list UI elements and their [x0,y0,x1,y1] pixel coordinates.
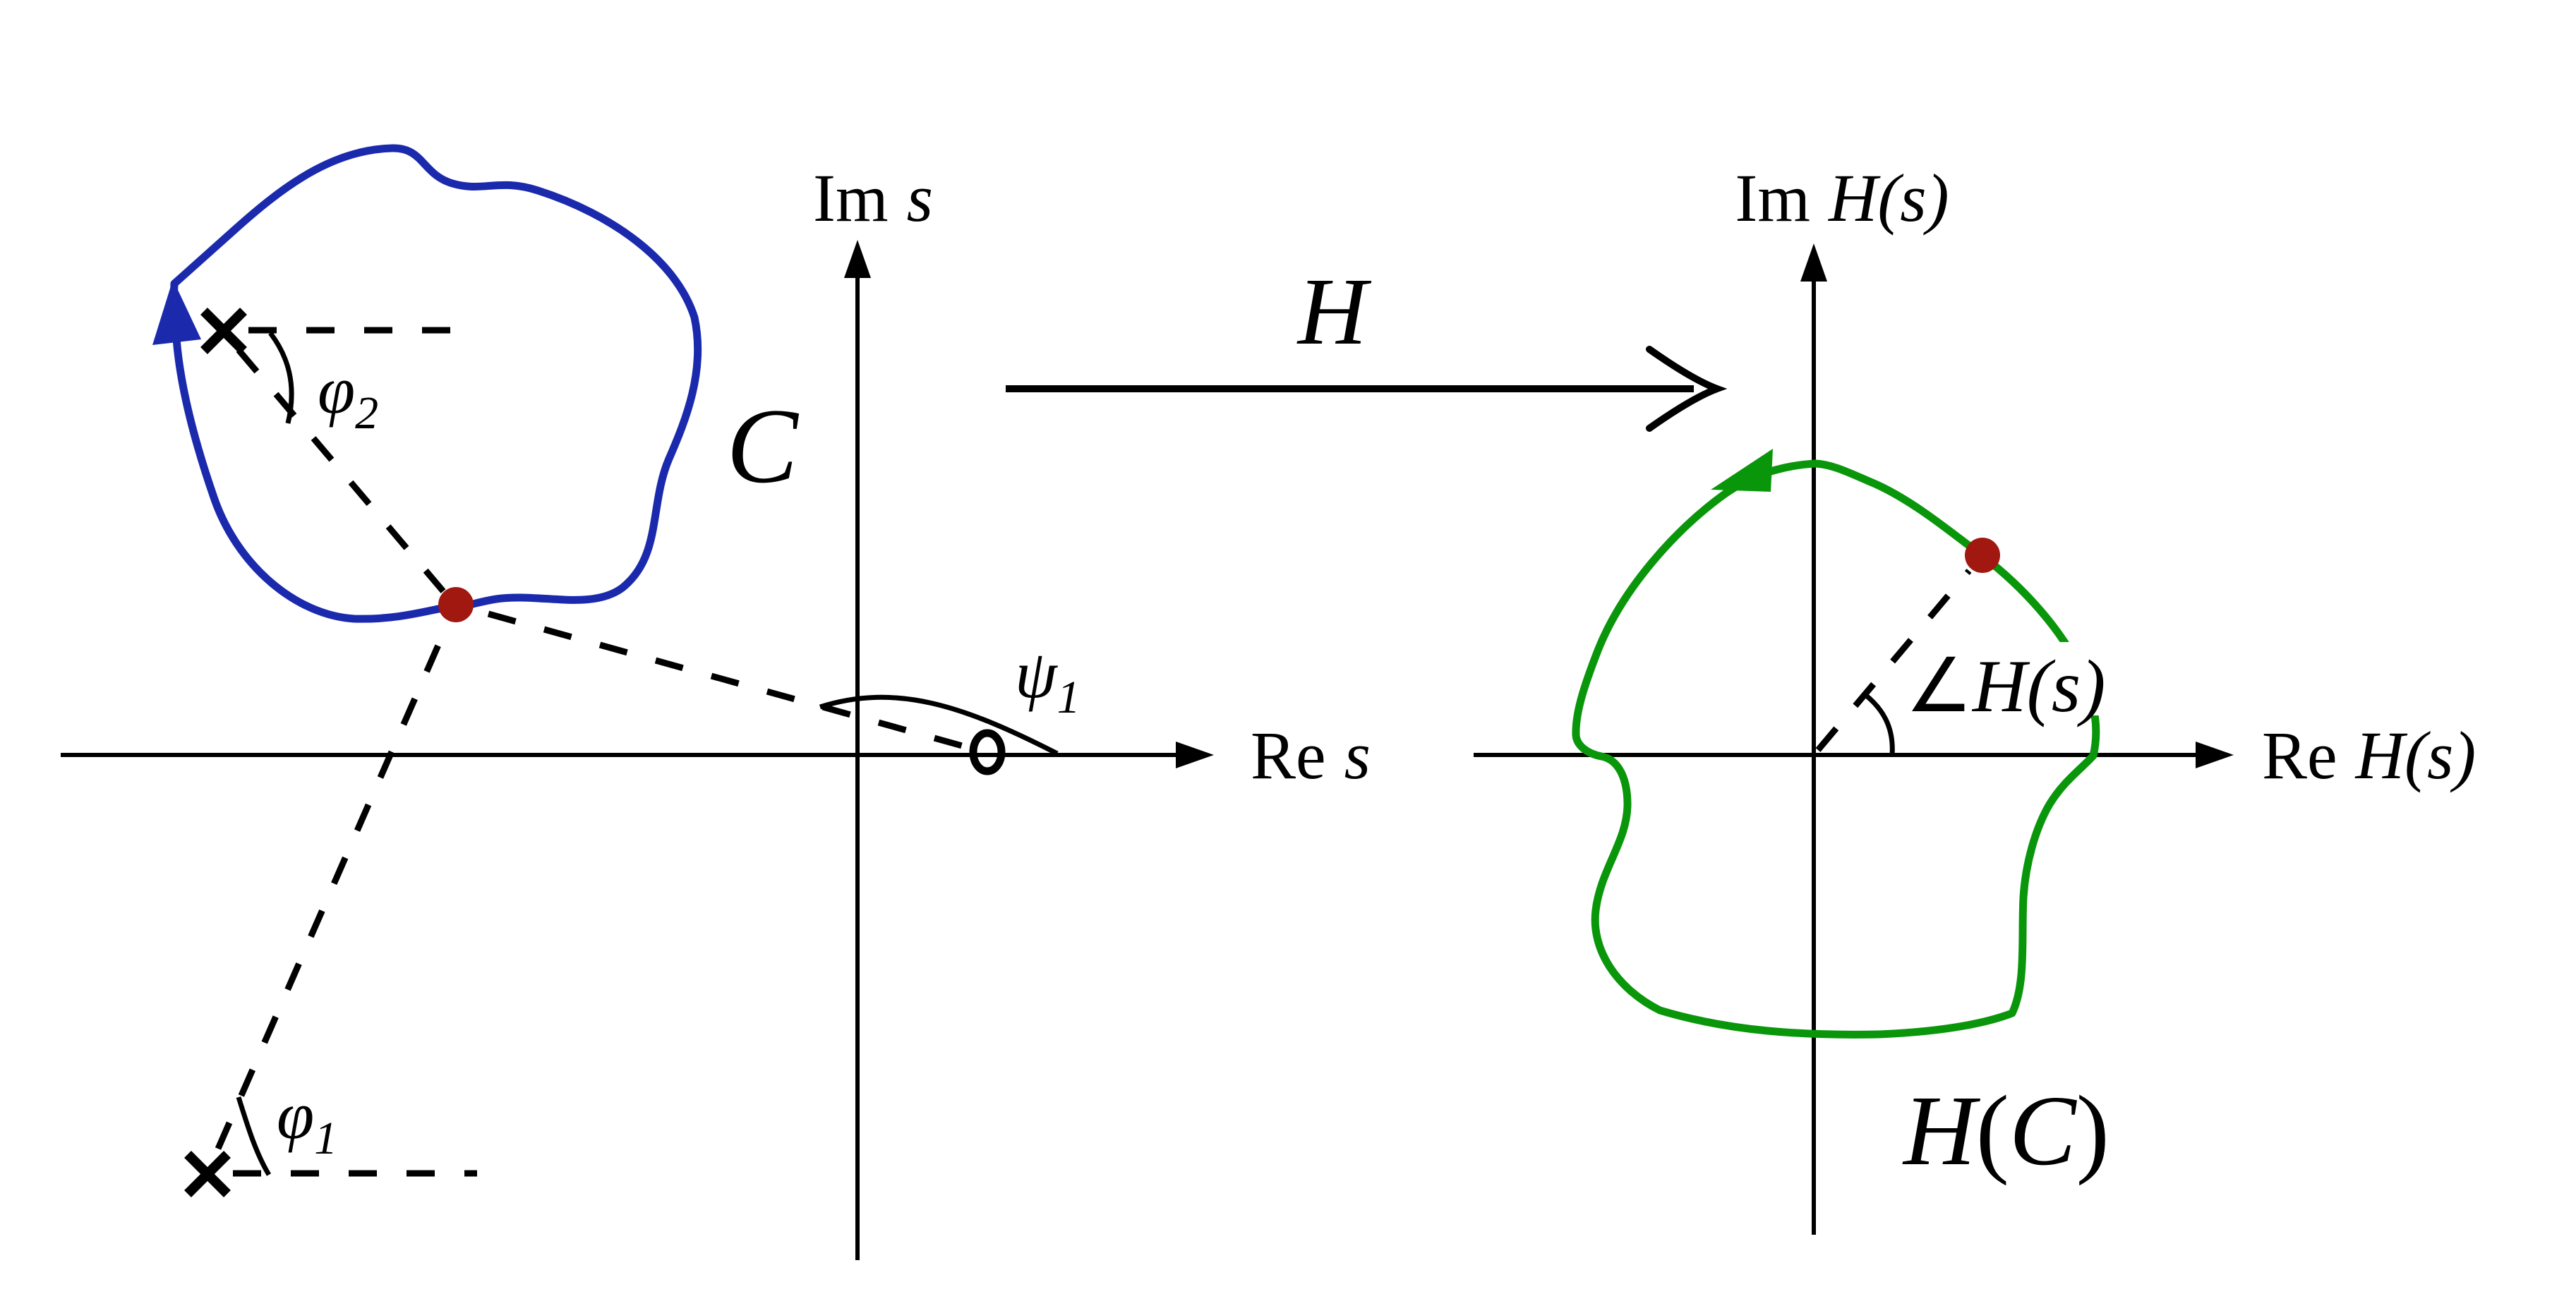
contour-HC-label: H(C) [1902,1075,2109,1186]
h-plane-x-axis-arrowhead-icon [2196,742,2234,768]
contour-C-direction-arrowhead-icon [152,279,201,345]
psi1-subscript: 1 [1057,672,1081,723]
re-hs-var: H(s) [2354,718,2476,793]
h-plane-y-axis-arrowhead-icon [1800,243,1827,282]
phi2-base: φ [318,352,355,428]
im-s-prefix: Im [813,160,889,236]
phi2-angle-arc [268,331,294,424]
pole1-x-marker [184,1151,231,1197]
angle-symbol: ∠ [1906,642,1973,729]
s-plane-x-axis-arrowhead-icon [1176,742,1214,768]
phi1-base: φ [277,1077,314,1153]
psi1-angle-label: ψ1 [1015,636,1081,723]
mapping-H-label: H [1296,259,1372,365]
contour-HC-direction-arrowhead-icon [1711,449,1773,492]
psi1-angle-arc [819,694,1059,756]
zero-to-point-dashed-line [487,610,971,751]
pole1-x-stroke-2 [184,1151,231,1197]
angle-H-arc [1862,692,1895,756]
im-s-var: s [907,160,933,236]
re-s-var: s [1344,718,1371,793]
contour-C-label: C [726,387,799,505]
mapping-H-arrow: H [1006,259,1728,432]
mapping-arrow-head-icon [1646,346,1728,432]
im-hs-var: H(s) [1827,160,1949,236]
contour-C-curve [170,144,702,623]
pole2-x-marker [200,308,247,354]
marked-point-on-C [438,587,474,622]
hc-open-paren: ( [1976,1075,2009,1186]
phi1-angle-arc [236,1096,272,1176]
s-plane-y-axis-arrowhead-icon [844,240,871,278]
angle-var: H(s) [1971,645,2105,727]
re-hs-prefix: Re [2262,718,2337,793]
phi2-subscript: 2 [355,387,378,439]
phi1-subscript: 1 [314,1113,337,1164]
hc-close-paren: ) [2076,1075,2109,1186]
marked-point-on-HC [1965,538,2000,573]
phi1-angle-label: φ1 [277,1077,337,1164]
angle-H-label: ∠H(s) [1906,642,2105,729]
angle-label-background [1909,642,2121,715]
im-hs-prefix: Im [1735,160,1810,236]
pole1-to-point-dashed-line [215,631,447,1150]
psi1-base: ψ [1015,636,1058,712]
origin-to-point-dashed-line [1815,569,1972,752]
contour-HC-curve [1572,459,2100,1039]
re-s-prefix: Re [1251,718,1326,793]
pole2-x-stroke-2 [200,308,247,354]
phi2-angle-label: φ2 [318,352,378,439]
hc-arg: C [2009,1075,2078,1186]
zero-o-marker [969,729,1006,775]
hc-func: H [1902,1075,1980,1186]
